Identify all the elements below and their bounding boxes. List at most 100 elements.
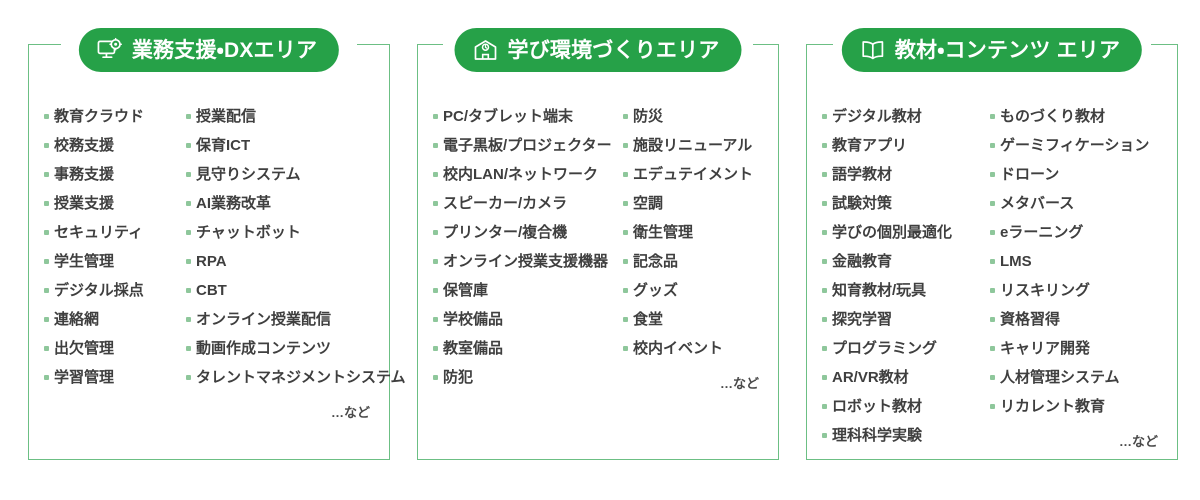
list-item-label: 資格習得 [1000,311,1061,328]
bullet-icon [186,259,191,264]
list-item[interactable]: 学生管理 [44,247,186,276]
list-item[interactable]: 防災 [623,102,763,131]
bullet-icon [433,172,438,177]
bullet-icon [186,114,191,119]
list-item[interactable]: 理科科学実験 [822,421,990,450]
list-item[interactable]: 電子黒板/プロジェクター [433,131,623,160]
panel-frame [28,44,390,460]
list-item[interactable]: デジタル教材 [822,102,990,131]
list-item[interactable]: リカレント教育 [990,392,1162,421]
list-item-label: セキュリティ [54,224,144,241]
list-item[interactable]: オンライン授業支援機器 [433,247,623,276]
panel-column-left: 教育クラウド 校務支援 事務支援 授業支援 セキュリティ 学生管理 デジタル採点… [44,102,186,460]
list-item[interactable]: 授業支援 [44,189,186,218]
list-item[interactable]: タレントマネジメントシステム [186,363,406,392]
list-item[interactable]: エデュテイメント [623,160,763,189]
list-item-label: オンライン授業配信 [196,311,332,328]
list-item[interactable]: 保管庫 [433,276,623,305]
list-item[interactable]: 施設リニューアル [623,131,763,160]
list-item-label: リスキリング [1000,282,1091,299]
list-item[interactable]: 校内LAN/ネットワーク [433,160,623,189]
list-item[interactable]: セキュリティ [44,218,186,247]
list-item[interactable]: 探究学習 [822,305,990,334]
list-item[interactable]: 連絡網 [44,305,186,334]
list-item[interactable]: プリンター/複合機 [433,218,623,247]
list-item[interactable]: 資格習得 [990,305,1162,334]
list-item[interactable]: 学校備品 [433,305,623,334]
list-item[interactable]: CBT [186,276,374,305]
panel-business-support-dx: 業務支援・DXエリア 教育クラウド 校務支援 事務支援 授業支援 セキュリティ … [28,28,406,460]
list-item[interactable]: 試験対策 [822,189,990,218]
list-item[interactable]: 人材管理システム [990,363,1162,392]
panel-title: 教材・コンテンツ エリア [894,38,1121,62]
school-building-icon [474,40,497,60]
panel-frame [806,44,1178,460]
list-item-label: PC/タブレット端末 [443,108,574,125]
list-item[interactable]: LMS [990,247,1162,276]
list-item-label: ロボット教材 [832,398,923,415]
list-item-label: 動画作成コンテンツ [196,340,332,357]
monitor-gear-icon [97,37,122,59]
list-item[interactable]: チャットボット [186,218,374,247]
list-item[interactable]: ドローン [990,160,1162,189]
list-item[interactable]: 学びの個別最適化 [822,218,990,247]
list-item[interactable]: オンライン授業配信 [186,305,374,334]
bullet-icon [186,143,191,148]
bullet-icon [990,172,995,177]
list-item[interactable]: AI業務改革 [186,189,374,218]
list-item[interactable]: 防犯 [433,363,623,392]
list-item-label: デジタル採点 [54,282,144,299]
list-item-label: メタバース [1000,195,1075,212]
bullet-icon [990,143,995,148]
bullet-icon [822,201,827,206]
bullet-icon [433,143,438,148]
list-item[interactable]: 教育アプリ [822,131,990,160]
list-item[interactable]: メタバース [990,189,1162,218]
panel-columns: 教育クラウド 校務支援 事務支援 授業支援 セキュリティ 学生管理 デジタル採点… [28,44,406,460]
list-item-label: 保育ICT [196,137,251,154]
bullet-icon [433,114,438,119]
list-item[interactable]: キャリア開発 [990,334,1162,363]
list-item-label: プリンター/複合機 [443,224,568,241]
list-item[interactable]: RPA [186,247,374,276]
list-item[interactable]: ロボット教材 [822,392,990,421]
list-item[interactable]: 保育ICT [186,131,374,160]
list-item[interactable]: グッズ [623,276,763,305]
list-item-label: オンライン授業支援機器 [443,253,609,270]
list-item[interactable]: 出欠管理 [44,334,186,363]
list-item[interactable]: 教育クラウド [44,102,186,131]
list-item-label: 授業配信 [196,108,257,125]
list-item[interactable]: デジタル採点 [44,276,186,305]
list-item[interactable]: リスキリング [990,276,1162,305]
list-item[interactable]: 校内イベント [623,334,763,363]
list-item[interactable]: スピーカー/カメラ [433,189,623,218]
list-item[interactable]: 動画作成コンテンツ [186,334,374,363]
bullet-icon [186,172,191,177]
list-item[interactable]: 金融教育 [822,247,990,276]
list-item[interactable]: 学習管理 [44,363,186,392]
panel-column-right: 授業配信 保育ICT 見守りシステム AI業務改革 チャットボット RPA CB… [186,102,406,460]
list-item-label: 試験対策 [832,195,893,212]
list-item[interactable]: 授業配信 [186,102,374,131]
list-item[interactable]: 見守りシステム [186,160,374,189]
bullet-icon [822,143,827,148]
list-item[interactable]: AR/VR教材 [822,363,990,392]
list-item[interactable]: 衛生管理 [623,218,763,247]
list-item[interactable]: 校務支援 [44,131,186,160]
list-item[interactable]: 語学教材 [822,160,990,189]
list-item[interactable]: ものづくり教材 [990,102,1162,131]
list-item[interactable]: 教室備品 [433,334,623,363]
list-item[interactable]: 記念品 [623,247,763,276]
list-item[interactable]: ゲーミフィケーション [990,131,1162,160]
list-item[interactable]: 空調 [623,189,763,218]
list-item-label: 学びの個別最適化 [832,224,953,241]
bullet-icon [44,230,49,235]
list-item[interactable]: PC/タブレット端末 [433,102,623,131]
list-item[interactable]: 知育教材/玩具 [822,276,990,305]
bullet-icon [433,375,438,380]
bullet-icon [822,317,827,322]
list-item[interactable]: 事務支援 [44,160,186,189]
list-item[interactable]: eラーニング [990,218,1162,247]
list-item[interactable]: プログラミング [822,334,990,363]
list-item[interactable]: 食堂 [623,305,763,334]
